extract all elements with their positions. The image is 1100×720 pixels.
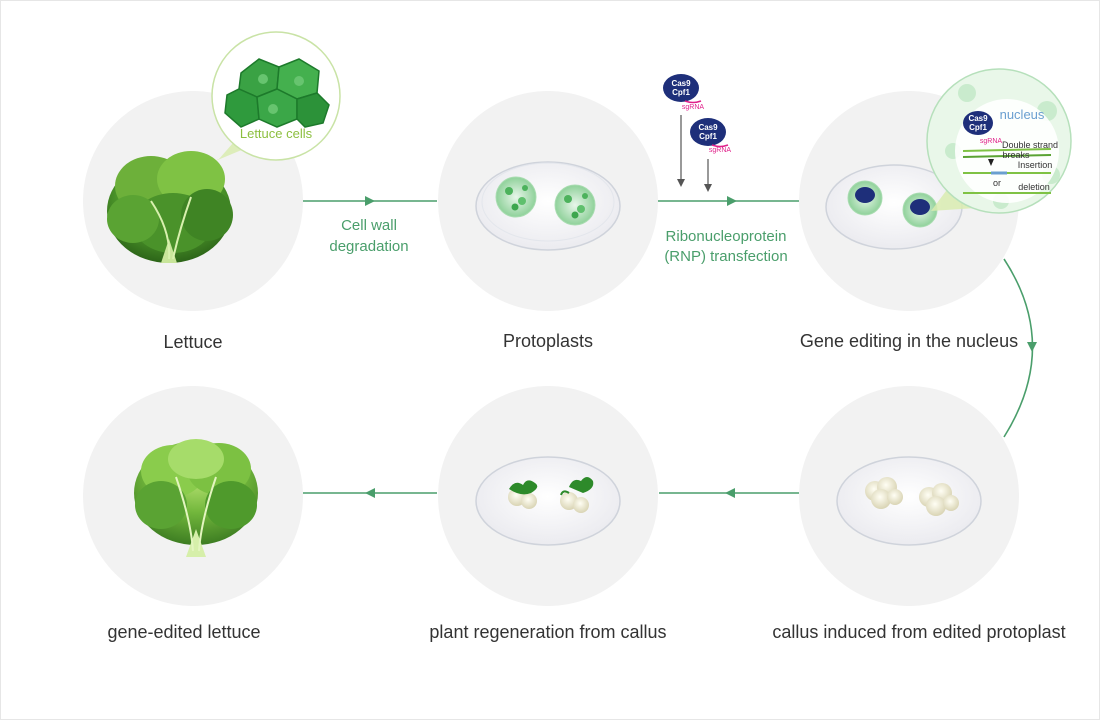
lettuce-cells-callout: Lettuce cells: [211, 31, 341, 161]
arrow-editing-to-callus: [1003, 258, 1037, 438]
petri-dish-icon: [836, 456, 982, 546]
stage-label-gene-editing: Gene editing in the nucleus: [800, 331, 1018, 351]
callus-icon: [865, 477, 903, 509]
lettuce-icon: [134, 439, 258, 557]
cas9-molecule-icon: [690, 118, 726, 146]
stage-label-regeneration: plant regeneration from callus: [429, 622, 666, 642]
rnp-label-line1: Ribonucleoprotein: [666, 228, 787, 245]
sprout-icon: [509, 477, 594, 496]
stage-regeneration: [438, 386, 658, 606]
insertion-label: Insertion: [1018, 160, 1053, 170]
stage-label-protoplasts: Protoplasts: [503, 331, 593, 351]
deletion-label: deletion: [1018, 182, 1050, 192]
stage-label-callus: callus induced from edited protoplast: [772, 622, 1065, 642]
svg-text:Cpf1: Cpf1: [969, 123, 987, 132]
cell-wall-label-line2: degradation: [329, 238, 408, 255]
cas9-molecule-icon: [963, 111, 993, 135]
svg-text:sgRNA: sgRNA: [709, 147, 732, 154]
double-strand-label-line1: Double strand: [1002, 140, 1058, 150]
nucleus-callout: nucleus Cas9 Cpf1 sgRNA Double strand br…: [926, 68, 1072, 214]
protoplast-cell-icon: [495, 176, 537, 218]
cas9-molecule-icon: [663, 74, 699, 102]
rnp-complex-bottom: Cas9 Cpf1 sgRNA: [690, 118, 731, 192]
plant-cells-icon: [224, 58, 330, 128]
arrow-regeneration-to-edited-lettuce: [303, 488, 437, 498]
protoplast-cell-icon: [554, 184, 596, 226]
svg-text:sgRNA: sgRNA: [980, 138, 1003, 145]
rnp-label-line2: (RNP) transfection: [664, 248, 787, 265]
callus-icon: [919, 483, 959, 516]
svg-text:Cpf1: Cpf1: [699, 132, 717, 141]
stage-label-edited-lettuce: gene-edited lettuce: [107, 622, 260, 642]
arrow-lettuce-to-protoplasts: [303, 196, 437, 206]
petri-dish-icon: [475, 456, 621, 546]
svg-text:Cpf1: Cpf1: [672, 88, 690, 97]
dna-strand-icon: [962, 148, 1052, 152]
arrow-protoplasts-to-editing: [657, 196, 799, 206]
lettuce-icon: [107, 151, 233, 263]
stage-label-lettuce: Lettuce: [163, 332, 222, 352]
rnp-complex-top: Cas9 Cpf1 sgRNA: [663, 74, 704, 187]
lettuce-cells-label: Lettuce cells: [240, 126, 313, 141]
svg-text:Cas9: Cas9: [698, 123, 718, 132]
stage-lettuce: [83, 91, 303, 311]
protoplast-cell-icon: [847, 180, 883, 216]
stage-edited-lettuce: [83, 386, 303, 606]
nucleus-label: nucleus: [1000, 107, 1045, 122]
or-label: or: [993, 178, 1001, 188]
svg-text:sgRNA: sgRNA: [682, 104, 705, 111]
cell-wall-label-line1: Cell wall: [341, 217, 397, 234]
stage-protoplasts: [438, 91, 658, 311]
stage-callus: [799, 386, 1019, 606]
arrow-callus-to-regeneration: [659, 488, 799, 498]
svg-text:Cas9: Cas9: [968, 114, 988, 123]
svg-text:Cas9: Cas9: [671, 79, 691, 88]
double-strand-label-line2: breaks: [1002, 150, 1030, 160]
